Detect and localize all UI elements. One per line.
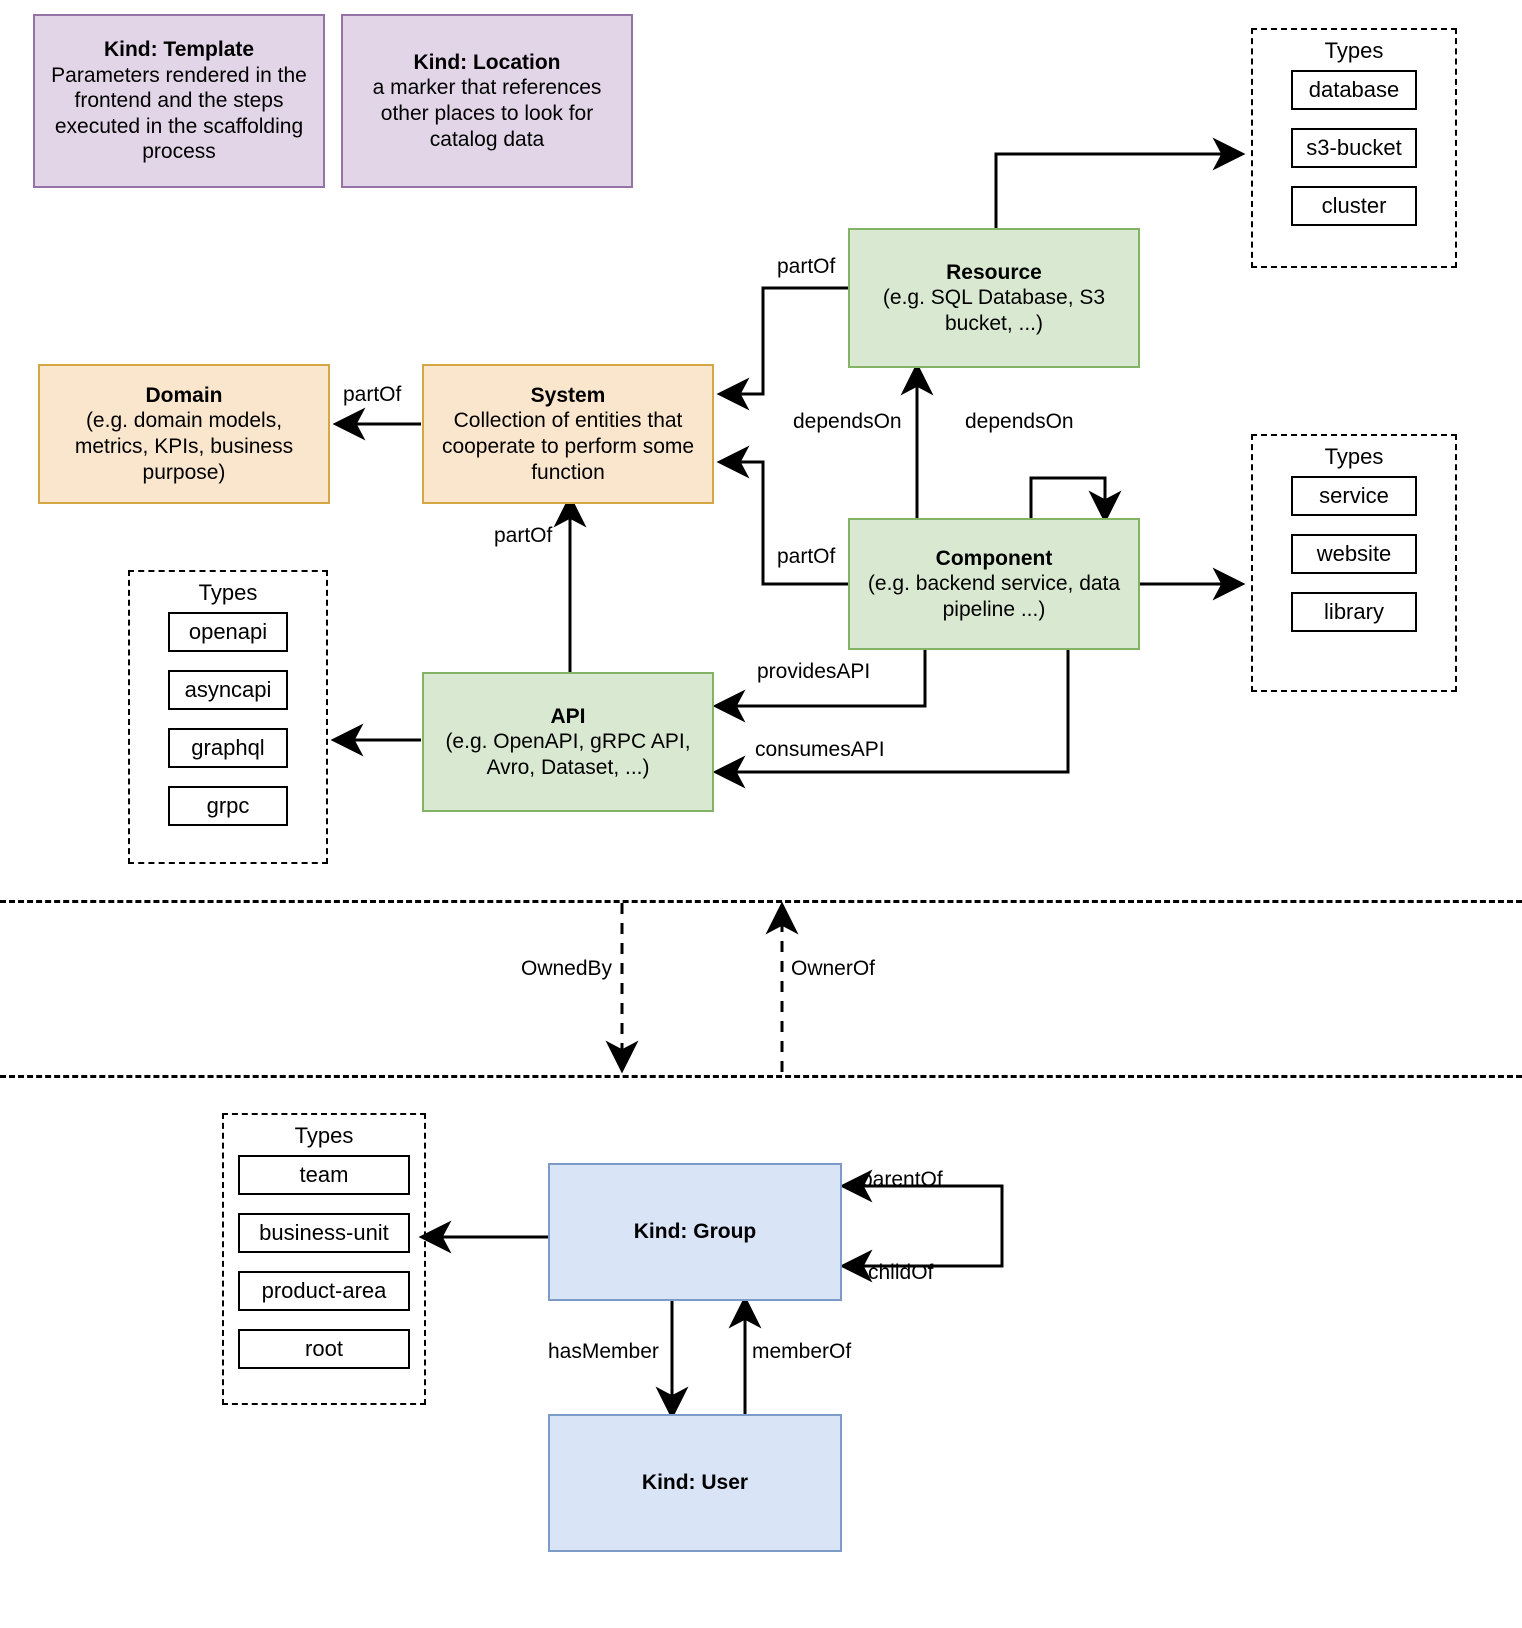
node-kind-group[interactable]: Kind: Group [548,1163,842,1301]
types-box-api: Types openapi asyncapi graphql grpc [128,570,328,864]
edge-label-component-dependson-self: dependsOn [965,410,1074,433]
type-chip-team[interactable]: team [238,1155,410,1195]
edge-resource-partof-system [716,286,848,411]
edge-label-parentof: parentOf [861,1168,943,1191]
edge-label-ownedby: OwnedBy [521,957,613,980]
node-component-title: Component [935,546,1053,570]
node-system-title: System [530,383,606,407]
type-chip-s3-bucket[interactable]: s3-bucket [1291,128,1417,168]
node-component-desc: (e.g. backend service, data pipeline ...… [867,572,1121,621]
type-chip-grpc[interactable]: grpc [168,786,288,826]
edge-label-resource-partof: partOf [777,255,836,278]
node-resource-title: Resource [946,260,1042,284]
edge-label-ownerof: OwnerOf [791,957,876,980]
node-kind-location-desc: a marker that references other places to… [372,76,602,151]
type-chip-library[interactable]: library [1291,592,1417,632]
edge-resource-to-types [994,137,1246,232]
node-resource-desc: (e.g. SQL Database, S3 bucket, ...) [882,286,1106,335]
edge-label-component-partof: partOf [777,545,836,568]
type-chip-asyncapi[interactable]: asyncapi [168,670,288,710]
types-box-resource: Types database s3-bucket cluster [1251,28,1457,268]
node-kind-group-title: Kind: Group [633,1220,757,1244]
node-domain-title: Domain [145,383,223,407]
node-domain-desc: (e.g. domain models, metrics, KPIs, busi… [74,409,294,484]
type-chip-cluster[interactable]: cluster [1291,186,1417,226]
edge-label-childof: childOf [868,1261,934,1284]
node-kind-template-title: Kind: Template [103,37,255,61]
edge-group-parentof [839,1169,1004,1266]
node-kind-template-desc: Parameters rendered in the frontend and … [51,63,307,164]
types-box-resource-label: Types [1324,38,1384,63]
types-box-api-label: Types [198,580,258,605]
type-chip-root[interactable]: root [238,1329,410,1369]
node-kind-location-title: Kind: Location [413,50,561,74]
type-chip-product-area[interactable]: product-area [238,1271,410,1311]
edge-label-hasmember: hasMember [548,1340,659,1363]
node-system-desc: Collection of entities that cooperate to… [441,409,695,484]
edge-group-childof [839,1186,1004,1283]
node-system[interactable]: System Collection of entities that coope… [422,364,714,504]
edge-label-consumesapi: consumesAPI [755,738,885,761]
type-chip-service[interactable]: service [1291,476,1417,516]
node-api-title: API [550,704,586,728]
edge-component-dependson-self [1029,476,1122,524]
node-kind-template[interactable]: Kind: Template Parameters rendered in th… [33,14,325,188]
type-chip-openapi[interactable]: openapi [168,612,288,652]
type-chip-graphql[interactable]: graphql [168,728,288,768]
node-kind-user[interactable]: Kind: User [548,1414,842,1552]
types-box-component-label: Types [1324,444,1384,469]
node-resource[interactable]: Resource (e.g. SQL Database, S3 bucket, … [848,228,1140,368]
band-separator-bottom [0,1075,1522,1078]
types-box-group-label: Types [294,1123,354,1148]
type-chip-database[interactable]: database [1291,70,1417,110]
edge-label-providesapi: providesAPI [757,660,871,683]
node-kind-location[interactable]: Kind: Location a marker that references … [341,14,633,188]
edge-label-api-partof: partOf [494,524,553,547]
type-chip-business-unit[interactable]: business-unit [238,1213,410,1253]
edge-label-component-dependson-resource: dependsOn [793,410,902,433]
edge-label-system-partof-domain: partOf [343,383,402,406]
type-chip-website[interactable]: website [1291,534,1417,574]
band-separator-top [0,900,1522,903]
node-component[interactable]: Component (e.g. backend service, data pi… [848,518,1140,650]
types-box-component: Types service website library [1251,434,1457,692]
edge-label-memberof: memberOf [752,1340,852,1363]
node-api-desc: (e.g. OpenAPI, gRPC API, Avro, Dataset, … [445,730,691,779]
node-kind-user-title: Kind: User [641,1471,749,1495]
types-box-group: Types team business-unit product-area ro… [222,1113,426,1405]
node-domain[interactable]: Domain (e.g. domain models, metrics, KPI… [38,364,330,504]
node-api[interactable]: API (e.g. OpenAPI, gRPC API, Avro, Datas… [422,672,714,812]
